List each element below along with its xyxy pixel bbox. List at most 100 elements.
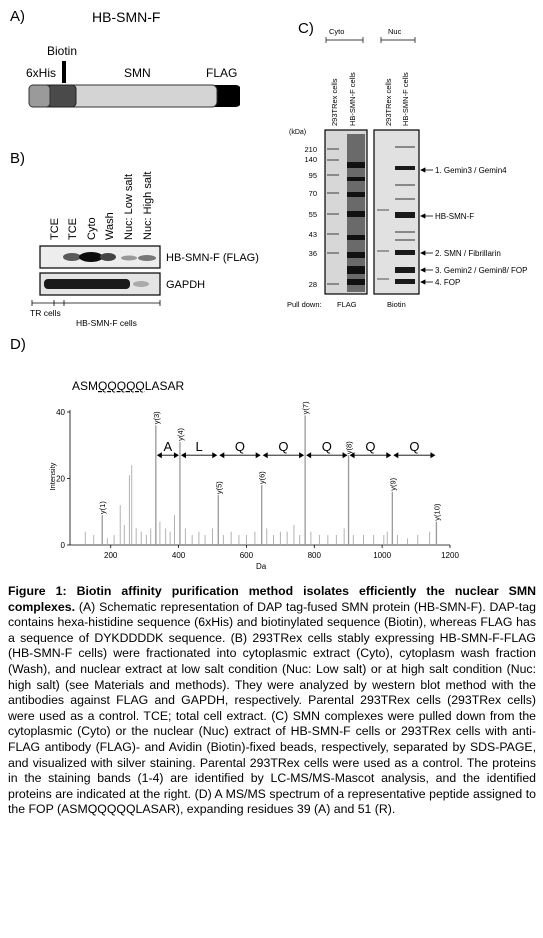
y-axis-label: Intensity — [48, 462, 57, 490]
band — [121, 255, 137, 261]
lane-label: Nuc: Low salt — [123, 174, 135, 240]
y-tick-label: 40 — [56, 408, 65, 417]
construct-name: HB-SMN-F — [92, 9, 161, 25]
biotin-label: Biotin — [47, 44, 78, 58]
pulldown-label: Pull down: — [287, 300, 322, 309]
smn-label: SMN — [124, 66, 151, 80]
western-blot: TCE TCE Cyto Wash Nuc: Low salt Nuc: Hig… — [30, 172, 259, 328]
residue-label: Q — [322, 439, 332, 454]
group-tr: TR cells — [30, 308, 61, 318]
arrowhead — [349, 452, 355, 459]
panel-c-label: C) — [298, 20, 314, 37]
band-annotation: 3. Gemin2 / Gemin8/ FOP — [435, 266, 527, 275]
lane-label: HB-SMN-F cells — [401, 72, 410, 126]
arrowhead — [262, 452, 268, 459]
arrowhead — [156, 452, 162, 459]
arrowhead — [212, 452, 218, 459]
x-tick-label: 1200 — [441, 551, 459, 560]
x-tick-label: 600 — [240, 551, 254, 560]
x-tick-label: 800 — [308, 551, 322, 560]
lane-label: HB-SMN-F cells — [348, 72, 357, 126]
caption-title: Figure 1: Biotin affinity purification m… — [8, 584, 536, 614]
arrowhead — [306, 452, 312, 459]
arrowhead — [299, 452, 305, 459]
caption-body: (A) Schematic representation of DAP tag-… — [8, 599, 536, 817]
arrowhead — [219, 452, 225, 459]
band — [44, 279, 130, 289]
band-annotation: 4. FOP — [435, 278, 460, 287]
y-ion-label: y(3) — [152, 411, 161, 424]
marker-label: 70 — [309, 189, 317, 198]
residue-label: L — [195, 439, 202, 454]
band-annotation: HB-SMN-F — [435, 212, 474, 221]
lane-label: Cyto — [86, 217, 98, 240]
figure-caption: Figure 1: Biotin affinity purification m… — [8, 584, 536, 818]
fraction-label: Nuc — [388, 27, 402, 36]
residue-label: Q — [235, 439, 245, 454]
panel-d-label: D) — [10, 336, 26, 353]
marker-label: 95 — [309, 171, 317, 180]
band — [79, 252, 103, 262]
residue-label: A — [164, 439, 173, 454]
lane-label: Wash — [104, 212, 116, 240]
band-annotation: 1. Gemin3 / Gemin4 — [435, 166, 507, 175]
peptide-sequence: ASMQQQQQLASAR — [72, 379, 184, 393]
arrowhead — [393, 452, 399, 459]
y-ion-label: y(6) — [258, 471, 267, 484]
arrowhead — [173, 452, 179, 459]
arrowhead — [180, 452, 186, 459]
lane-label: 293TRex cells — [384, 78, 393, 126]
panel-b-label: B) — [10, 150, 25, 167]
group-hbsmn: HB-SMN-F cells — [76, 318, 137, 328]
marker-label: 43 — [309, 230, 317, 239]
x-tick-label: 400 — [172, 551, 186, 560]
band-label-flag: HB-SMN-F (FLAG) — [166, 252, 259, 264]
residue-label: Q — [365, 439, 375, 454]
marker-label: 140 — [304, 155, 317, 164]
lane-label: Nuc: High salt — [142, 172, 154, 240]
y-ion-label: y(5) — [214, 481, 223, 494]
band-annotation: 2. SMN / Fibrillarin — [435, 249, 501, 258]
band-label-gapdh: GAPDH — [166, 279, 205, 291]
biotin-domain — [47, 84, 77, 108]
y-ion-label: y(4) — [176, 428, 185, 441]
his-domain — [28, 84, 51, 108]
y-ion-label: y(9) — [388, 477, 397, 490]
y-ion-label: y(10) — [432, 503, 441, 521]
marker-label: 210 — [304, 145, 317, 154]
y-tick-label: 0 — [61, 541, 66, 550]
band — [100, 253, 116, 261]
x-axis-label: Da — [256, 562, 267, 571]
y-ion-label: y(7) — [301, 401, 310, 414]
pulldown-flag: FLAG — [337, 300, 357, 309]
marker-label: 55 — [309, 210, 317, 219]
peptide-text: ASMQQQQQLASAR — [72, 379, 184, 393]
residue-label: Q — [278, 439, 288, 454]
his-label: 6xHis — [26, 66, 57, 80]
lane-label: TCE — [49, 218, 61, 240]
y-tick-label: 20 — [56, 475, 65, 484]
arrowhead — [342, 452, 348, 459]
lane-label: TCE — [67, 218, 79, 240]
band — [138, 255, 156, 261]
silver-stain-gel: Cyto Nuc 293TRex cells HB-SMN-F cells 29… — [287, 27, 527, 309]
biotin-marker — [62, 61, 66, 83]
lane-label: 293TRex cells — [330, 78, 339, 126]
construct-diagram — [28, 84, 240, 108]
ms-spectrum: ASMQQQQQLASAR 0 20 40 200 400 600 800 1000 1200 I… — [48, 379, 459, 571]
band — [133, 281, 149, 287]
pulldown-biotin: Biotin — [387, 300, 406, 309]
marker-label: 28 — [309, 280, 317, 289]
x-tick-label: 1000 — [373, 551, 391, 560]
panel-a-label: A) — [10, 8, 25, 25]
arrowhead — [255, 452, 261, 459]
x-tick-label: 200 — [104, 551, 118, 560]
arrowhead — [430, 452, 436, 459]
band — [63, 253, 81, 261]
flag-label: FLAG — [206, 66, 238, 80]
fraction-label: Cyto — [329, 27, 344, 36]
kda-label: (kDa) — [289, 129, 306, 136]
arrowhead — [386, 452, 392, 459]
residue-label: Q — [409, 439, 419, 454]
y-ion-label: y(8) — [345, 441, 354, 454]
